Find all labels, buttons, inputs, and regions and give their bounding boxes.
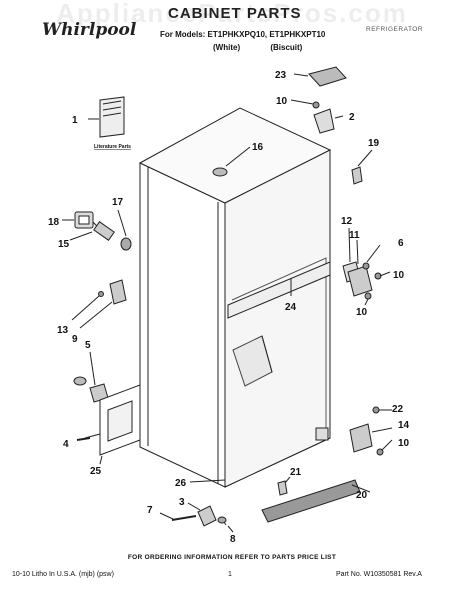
ordering-note: FOR ORDERING INFORMATION REFER TO PARTS … bbox=[127, 554, 337, 561]
callout-10-mid-right: 10 bbox=[393, 270, 405, 281]
cabinet-interior bbox=[224, 149, 331, 488]
callout-8: 8 bbox=[230, 534, 236, 545]
callout-22: 22 bbox=[392, 404, 404, 415]
callout-6: 6 bbox=[398, 238, 404, 249]
callout-26: 26 bbox=[175, 478, 187, 489]
callout-17: 17 bbox=[112, 197, 124, 208]
callout-4: 4 bbox=[63, 439, 69, 450]
callout-10-top: 10 bbox=[276, 96, 288, 107]
top-hinge-cover bbox=[308, 66, 347, 87]
callout-9: 9 bbox=[72, 334, 78, 345]
callout-10-bottom: 10 bbox=[398, 438, 410, 449]
footer-litho: 10-10 Litho In U.S.A. (mjb) (psw) bbox=[12, 571, 114, 578]
top-hinge bbox=[313, 108, 335, 134]
page-number: 1 bbox=[228, 571, 232, 578]
cabinet-plug bbox=[212, 167, 228, 177]
callout-25: 25 bbox=[90, 466, 102, 477]
hinge-bushing bbox=[120, 237, 132, 251]
callout-2: 2 bbox=[349, 112, 355, 123]
callout-18: 18 bbox=[48, 217, 60, 228]
middle-hinge-left bbox=[109, 279, 127, 305]
callout-13: 13 bbox=[57, 325, 69, 336]
callout-24: 24 bbox=[285, 302, 297, 313]
models-line: For Models: ET1PHKXPQ10, ET1PHKXPT10 bbox=[160, 30, 326, 39]
toe-grille bbox=[261, 479, 361, 523]
watermark: AppliancePartsPros.com bbox=[56, 0, 408, 28]
callout-1: 1 bbox=[72, 115, 78, 126]
callout-20: 20 bbox=[356, 490, 368, 501]
callout-11: 11 bbox=[349, 230, 360, 241]
callout-21: 21 bbox=[290, 467, 302, 478]
colors-line: (White) (Biscuit) bbox=[213, 43, 303, 52]
part-number: Part No. W10350581 Rev.A bbox=[336, 571, 422, 578]
bottom-hinge-right bbox=[349, 423, 373, 453]
callout-19: 19 bbox=[368, 138, 380, 149]
callout-7: 7 bbox=[147, 505, 153, 516]
callout-10-mid: 10 bbox=[356, 307, 368, 318]
callout-16: 16 bbox=[252, 142, 264, 153]
callout-12: 12 bbox=[341, 216, 353, 227]
callout-15: 15 bbox=[58, 239, 70, 250]
grille-clip bbox=[277, 480, 288, 496]
callout-14: 14 bbox=[398, 420, 410, 431]
cabinet-front-left-side bbox=[139, 162, 226, 488]
center-divider bbox=[227, 261, 331, 319]
callout-5: 5 bbox=[85, 340, 91, 351]
callout-3: 3 bbox=[179, 497, 185, 508]
leveling-leg bbox=[197, 505, 217, 527]
callout-23: 23 bbox=[275, 70, 287, 81]
page-title: CABINET PARTS bbox=[168, 5, 302, 22]
hinge-bracket bbox=[351, 166, 363, 185]
header-right-note: REFRIGERATOR bbox=[366, 26, 424, 33]
literature-parts-label: Literature Parts bbox=[94, 144, 131, 150]
brand-logo: Whirlpool bbox=[42, 20, 137, 40]
